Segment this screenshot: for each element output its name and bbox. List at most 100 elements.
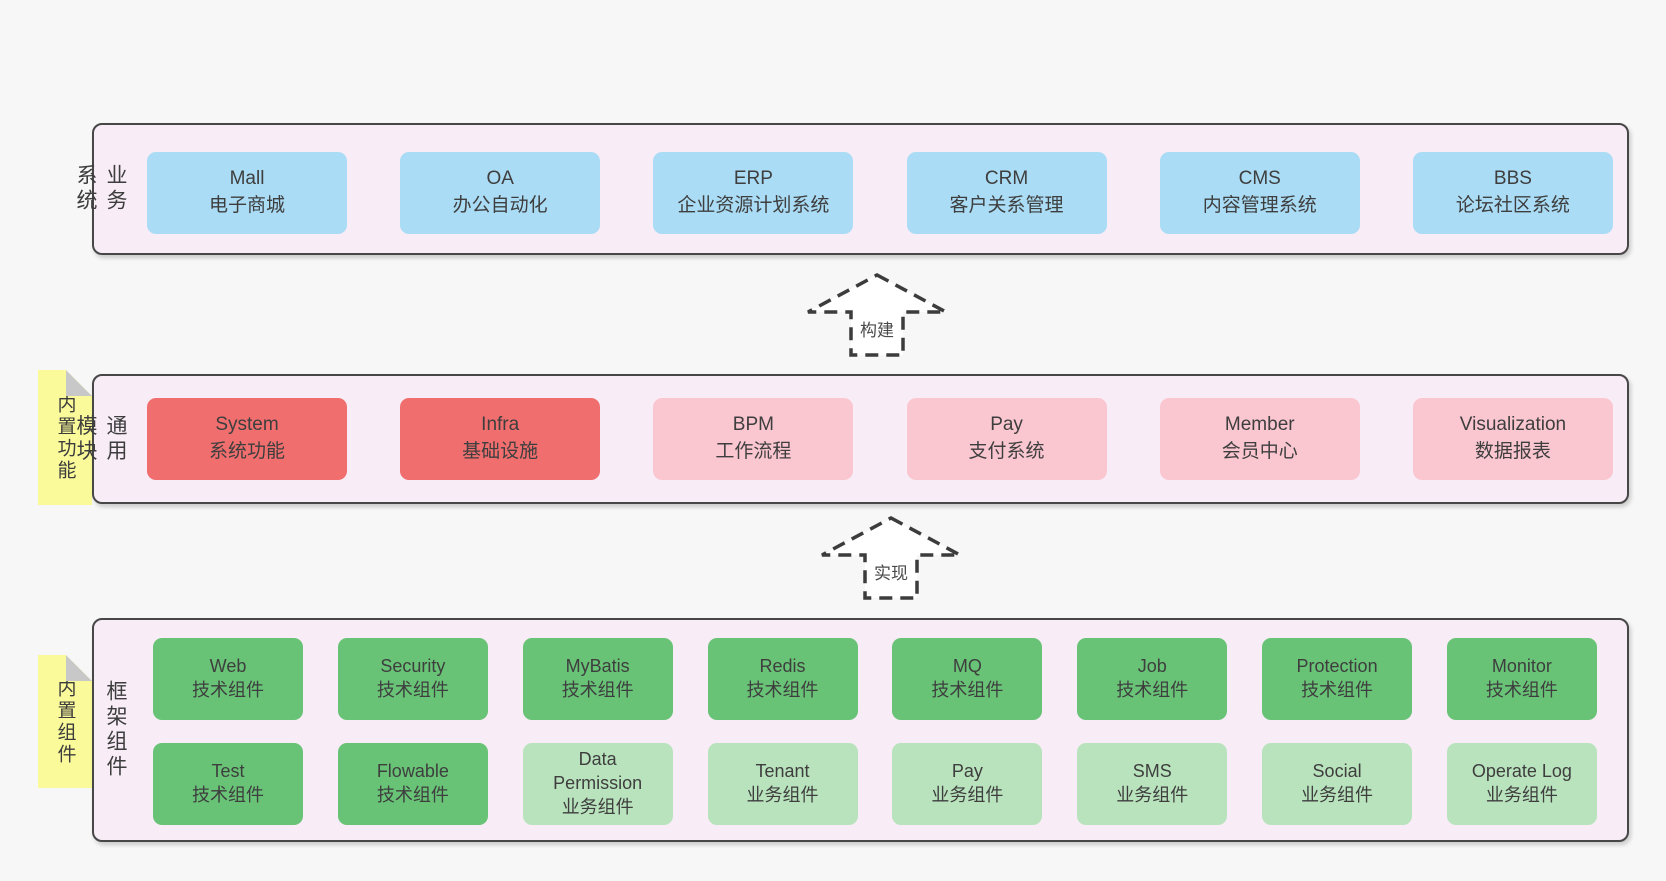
box-subtitle: 技术组件 bbox=[192, 785, 264, 805]
box-subtitle: 业务组件 bbox=[1485, 785, 1558, 805]
box-title: Member bbox=[1224, 414, 1295, 436]
box-title: Tenant bbox=[755, 761, 810, 782]
box-title: MyBatis bbox=[565, 656, 630, 677]
box-bbs: BBS 论坛社区系统 bbox=[1412, 152, 1613, 234]
box-subtitle: 技术组件 bbox=[1116, 680, 1189, 700]
box-web: Web 技术组件 bbox=[153, 638, 303, 720]
up-arrow-icon bbox=[821, 516, 961, 600]
framework-components-row-2: Test 技术组件 Flowable 技术组件 Data Permission … bbox=[153, 743, 1597, 825]
box-title: Web bbox=[209, 656, 247, 677]
box-title: Protection bbox=[1296, 656, 1378, 677]
box-title: System bbox=[215, 414, 279, 436]
note-text: 内置组件 bbox=[54, 677, 76, 766]
box-visualization: Visualization 数据报表 bbox=[1412, 398, 1613, 480]
box-title: Security bbox=[380, 656, 446, 677]
note-fold-icon bbox=[66, 655, 92, 681]
box-pay-business: Pay 业务组件 bbox=[892, 743, 1043, 825]
box-subtitle: 数据报表 bbox=[1474, 441, 1551, 462]
box-title: BPM bbox=[732, 414, 774, 436]
box-mall: Mall 电子商城 bbox=[147, 152, 347, 234]
box-social: Social 业务组件 bbox=[1262, 743, 1413, 825]
box-data-permission: Data Permission 业务组件 bbox=[522, 743, 673, 825]
box-subtitle: 技术组件 bbox=[746, 680, 819, 700]
box-subtitle: 业务组件 bbox=[746, 785, 819, 805]
box-tenant: Tenant 业务组件 bbox=[707, 743, 858, 825]
box-subtitle: 内容管理系统 bbox=[1202, 195, 1317, 216]
box-subtitle: 业务组件 bbox=[1301, 785, 1374, 805]
box-title: Infra bbox=[481, 414, 520, 436]
box-redis: Redis 技术组件 bbox=[707, 638, 858, 720]
box-mybatis: MyBatis 技术组件 bbox=[522, 638, 673, 720]
box-subtitle: 技术组件 bbox=[1301, 680, 1374, 700]
box-subtitle: 客户关系管理 bbox=[949, 195, 1064, 216]
box-bpm: BPM 工作流程 bbox=[653, 398, 854, 480]
box-erp: ERP 企业资源计划系统 bbox=[653, 152, 854, 234]
box-subtitle: 技术组件 bbox=[1485, 680, 1558, 700]
box-subtitle: 技术组件 bbox=[376, 785, 449, 805]
box-subtitle: 办公自动化 bbox=[452, 195, 548, 216]
box-title: Job bbox=[1137, 656, 1167, 677]
box-title: Test bbox=[211, 761, 245, 782]
box-title: CMS bbox=[1238, 168, 1281, 190]
sticky-note-builtin-components: 内置组件 bbox=[38, 655, 92, 788]
band-label-framework-components: 框架组件 bbox=[104, 680, 127, 780]
box-subtitle: 技术组件 bbox=[376, 680, 449, 700]
box-subtitle: 业务组件 bbox=[561, 796, 634, 817]
framework-components-row-1: Web 技术组件 Security 技术组件 MyBatis 技术组件 Redi… bbox=[153, 638, 1597, 720]
box-title: Redis bbox=[759, 656, 806, 677]
box-title: BBS bbox=[1493, 168, 1532, 190]
box-member: Member 会员中心 bbox=[1159, 398, 1360, 480]
box-title: Data Permission bbox=[553, 749, 643, 794]
box-subtitle: 技术组件 bbox=[931, 680, 1004, 700]
box-title: Pay bbox=[951, 761, 983, 782]
box-title: Flowable bbox=[376, 761, 449, 782]
arrow-up-build: 构建 bbox=[805, 272, 949, 358]
box-subtitle: 会员中心 bbox=[1221, 441, 1298, 462]
box-protection: Protection 技术组件 bbox=[1262, 638, 1413, 720]
box-monitor: Monitor 技术组件 bbox=[1446, 638, 1597, 720]
box-system: System 系统功能 bbox=[147, 398, 347, 480]
box-title: Mall bbox=[229, 168, 265, 190]
box-crm: CRM 客户关系管理 bbox=[906, 152, 1107, 234]
box-subtitle: 基础设施 bbox=[462, 441, 539, 462]
arrow-label-build: 构建 bbox=[857, 316, 897, 341]
note-fold-icon bbox=[66, 370, 92, 396]
box-title: Pay bbox=[990, 414, 1023, 436]
box-job: Job 技术组件 bbox=[1077, 638, 1228, 720]
box-title: OA bbox=[486, 168, 514, 190]
box-subtitle: 业务组件 bbox=[1116, 785, 1189, 805]
box-subtitle: 技术组件 bbox=[561, 680, 634, 700]
box-infra: Infra 基础设施 bbox=[400, 398, 601, 480]
box-title: CRM bbox=[984, 168, 1029, 190]
box-flowable: Flowable 技术组件 bbox=[337, 743, 488, 825]
box-subtitle: 系统功能 bbox=[208, 441, 285, 462]
band-common-modules: 通用模块 System 系统功能 Infra 基础设施 BPM 工作流程 Pay… bbox=[74, 374, 1629, 504]
common-modules-row: System 系统功能 Infra 基础设施 BPM 工作流程 Pay 支付系统… bbox=[147, 398, 1613, 480]
band-label-business-systems: 业务系统 bbox=[74, 164, 127, 214]
box-subtitle: 论坛社区系统 bbox=[1455, 195, 1570, 216]
box-title: SMS bbox=[1132, 761, 1172, 782]
band-framework-components: 框架组件 Web 技术组件 Security 技术组件 MyBatis 技术组件… bbox=[92, 618, 1629, 842]
box-test: Test 技术组件 bbox=[153, 743, 303, 825]
box-title: Social bbox=[1312, 761, 1362, 782]
box-operate-log: Operate Log 业务组件 bbox=[1446, 743, 1597, 825]
box-title: Visualization bbox=[1459, 414, 1567, 436]
box-pay: Pay 支付系统 bbox=[906, 398, 1107, 480]
business-systems-row: Mall 电子商城 OA 办公自动化 ERP 企业资源计划系统 CRM 客户关系… bbox=[147, 152, 1613, 234]
box-title: Monitor bbox=[1491, 656, 1552, 677]
box-sms: SMS 业务组件 bbox=[1077, 743, 1228, 825]
box-subtitle: 技术组件 bbox=[192, 680, 264, 700]
box-subtitle: 支付系统 bbox=[968, 441, 1045, 462]
box-security: Security 技术组件 bbox=[337, 638, 488, 720]
box-title: Operate Log bbox=[1471, 761, 1572, 782]
box-cms: CMS 内容管理系统 bbox=[1159, 152, 1360, 234]
box-oa: OA 办公自动化 bbox=[400, 152, 601, 234]
arrow-up-implement: 实现 bbox=[819, 515, 963, 601]
band-label-common-modules: 通用模块 bbox=[74, 414, 127, 464]
box-mq: MQ 技术组件 bbox=[892, 638, 1043, 720]
note-text: 内置功能 bbox=[54, 393, 76, 482]
box-title: ERP bbox=[733, 168, 773, 190]
arrow-label-implement: 实现 bbox=[871, 559, 911, 584]
box-subtitle: 业务组件 bbox=[931, 785, 1004, 805]
